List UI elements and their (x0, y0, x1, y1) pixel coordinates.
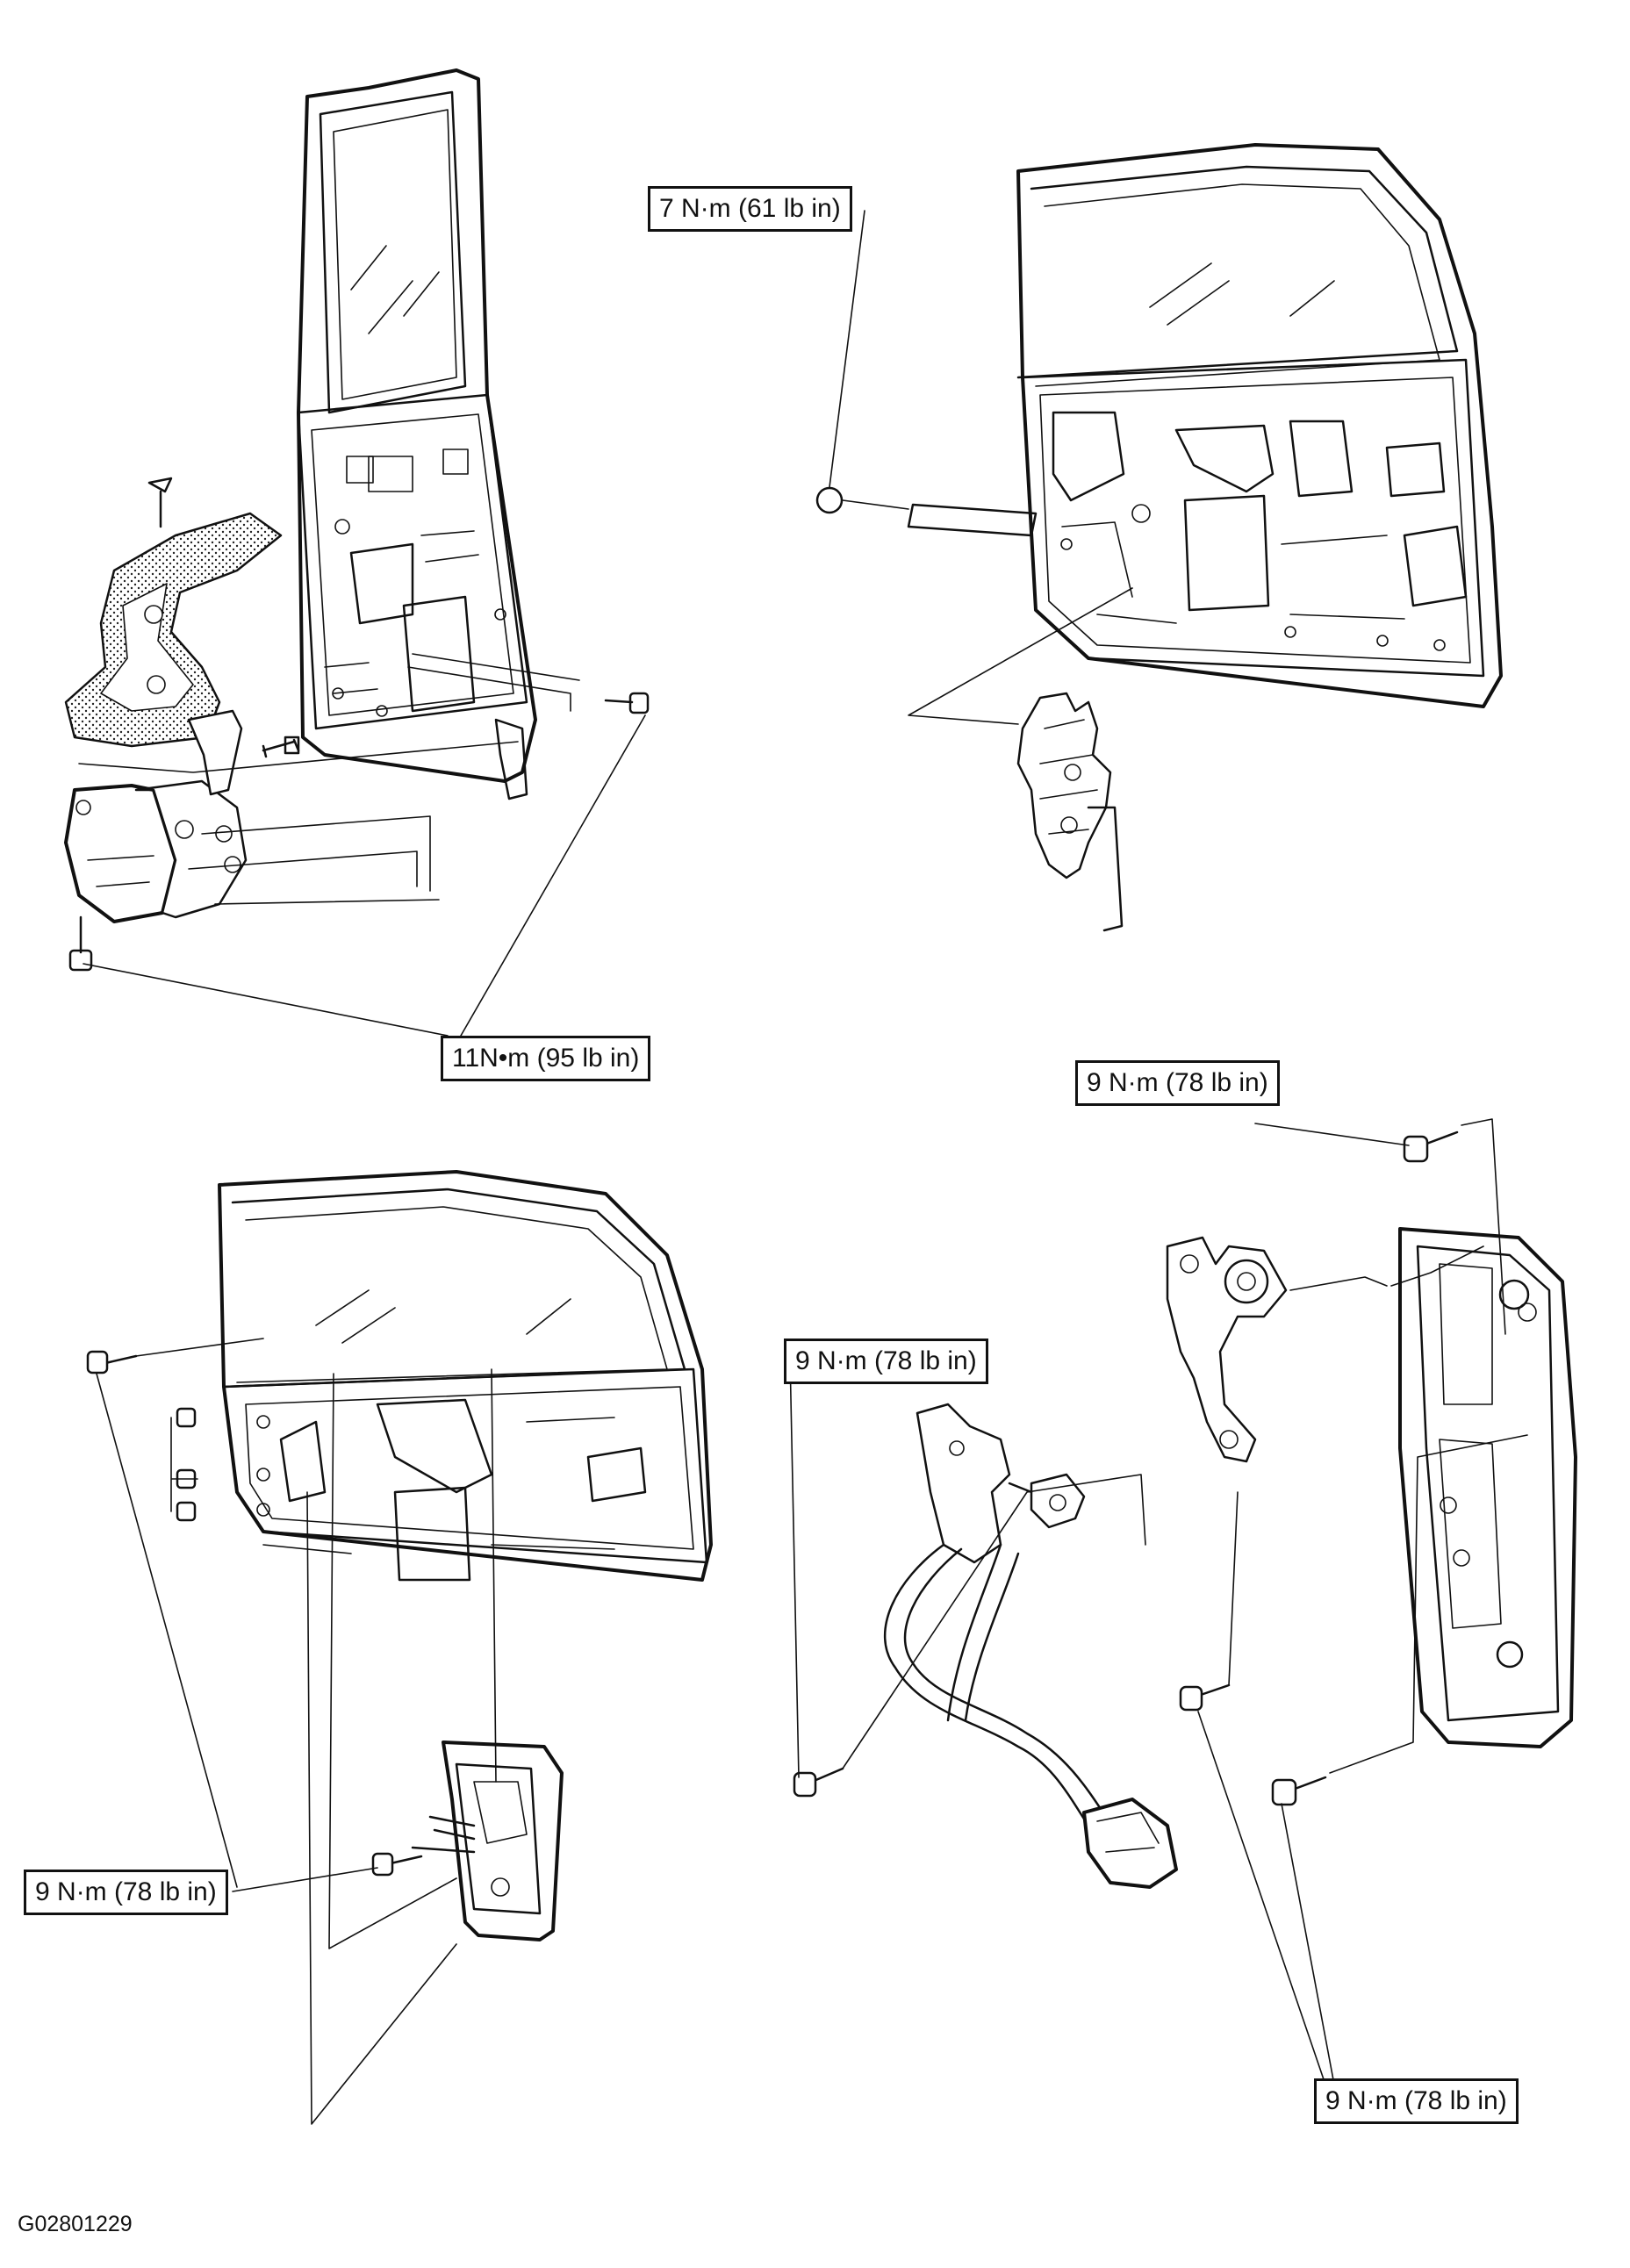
torque-callout-switch-bolt: 9 N·m (78 lb in) (784, 1339, 988, 1384)
front-latch-assembly (815, 210, 1133, 932)
wiring-harness (789, 1355, 1528, 2085)
exterior-handle-assembly (1254, 1118, 1577, 1748)
torque-callout-front-latch: 7 N·m (61 lb in) (648, 186, 852, 232)
rear-door-assembly (297, 68, 537, 800)
torque-callout-handle-top: 9 N·m (78 lb in) (1075, 1060, 1280, 1106)
front-door-assembly (907, 143, 1503, 708)
rear-door-handle-assembly (86, 1170, 713, 2125)
torque-callout-inner-handle: 9 N·m (78 lb in) (24, 1870, 228, 1915)
rear-latch-assembly (64, 477, 650, 1037)
lock-cylinder-switch (1166, 1236, 1484, 1463)
torque-callout-handle-bottom: 9 N·m (78 lb in) (1314, 2078, 1519, 2124)
figure-code: G02801229 (18, 2212, 133, 2236)
torque-callout-rear-latch: 11N•m (95 lb in) (441, 1036, 651, 1081)
